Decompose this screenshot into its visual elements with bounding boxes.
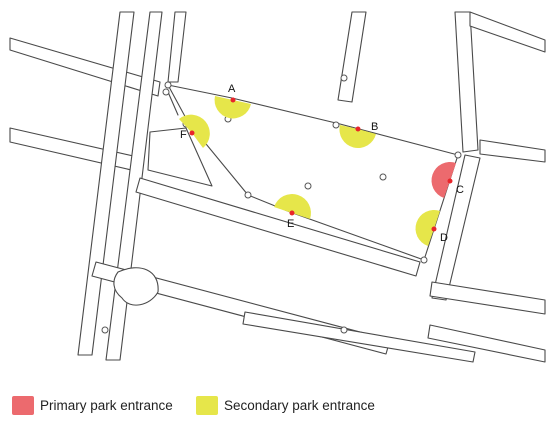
- road-northeast-diag: [469, 11, 546, 53]
- road-vertical-left: [77, 11, 135, 356]
- road-bottom-right: [427, 324, 546, 363]
- street-node: [340, 326, 348, 334]
- interior-node: [379, 173, 387, 181]
- secondary-swatch: [196, 396, 218, 415]
- street-node: [340, 74, 348, 82]
- road-north-east: [337, 11, 367, 103]
- entrance-f[interactable]: F: [179, 114, 210, 148]
- road-east: [431, 154, 481, 301]
- entrance-a-zone: [214, 96, 251, 119]
- entrance-f-zone: [179, 114, 210, 148]
- entrance-d-label: D: [440, 232, 448, 244]
- legend-item-primary: Primary park entrance: [12, 396, 173, 415]
- corner-node: [332, 121, 340, 129]
- corner-node: [420, 256, 428, 264]
- entrance-d-point: [431, 226, 437, 232]
- primary-swatch: [12, 396, 34, 415]
- road-east-mid: [479, 139, 546, 163]
- entrance-c-zone: [431, 162, 456, 198]
- legend-item-secondary: Secondary park entrance: [196, 396, 375, 415]
- interior-node: [304, 182, 312, 190]
- entrance-c[interactable]: C: [431, 162, 464, 198]
- park-map: A B C D E F: [9, 11, 546, 363]
- entrance-d-zone: [415, 210, 440, 246]
- traffic-island: [147, 127, 213, 187]
- legend: Primary park entrance Secondary park ent…: [0, 390, 550, 420]
- road-east-top: [454, 11, 479, 153]
- road-southeast: [429, 281, 546, 315]
- street-node: [101, 326, 109, 334]
- entrance-f-point: [189, 130, 195, 136]
- road-network: [9, 11, 546, 363]
- entrance-c-label: C: [456, 184, 464, 196]
- plaza: [113, 267, 159, 306]
- corner-node: [162, 88, 170, 96]
- road-northwest: [9, 37, 161, 97]
- entrance-layer: A B C D E F: [179, 83, 464, 246]
- road-west: [9, 127, 143, 173]
- entrance-b[interactable]: B: [339, 121, 378, 149]
- entrance-f-label: F: [180, 129, 187, 141]
- entrance-e-point: [289, 210, 295, 216]
- entrance-e-zone: [274, 194, 311, 219]
- road-southeast-lower: [242, 311, 476, 363]
- entrance-a-point: [230, 97, 236, 103]
- entrance-d[interactable]: D: [415, 210, 448, 246]
- entrance-b-label: B: [371, 121, 378, 133]
- road-north: [167, 11, 187, 83]
- entrance-c-point: [447, 178, 453, 184]
- corner-node: [164, 81, 172, 89]
- corner-node: [244, 191, 252, 199]
- corner-node: [454, 151, 462, 159]
- entrance-a-label: A: [228, 83, 236, 95]
- entrance-e-label: E: [287, 218, 294, 230]
- entrance-e[interactable]: E: [274, 194, 311, 230]
- legend-secondary-label: Secondary park entrance: [224, 398, 375, 413]
- entrance-a[interactable]: A: [214, 83, 251, 119]
- legend-primary-label: Primary park entrance: [40, 398, 173, 413]
- road-south: [135, 177, 421, 277]
- entrance-b-zone: [339, 125, 376, 149]
- entrance-b-point: [355, 126, 361, 132]
